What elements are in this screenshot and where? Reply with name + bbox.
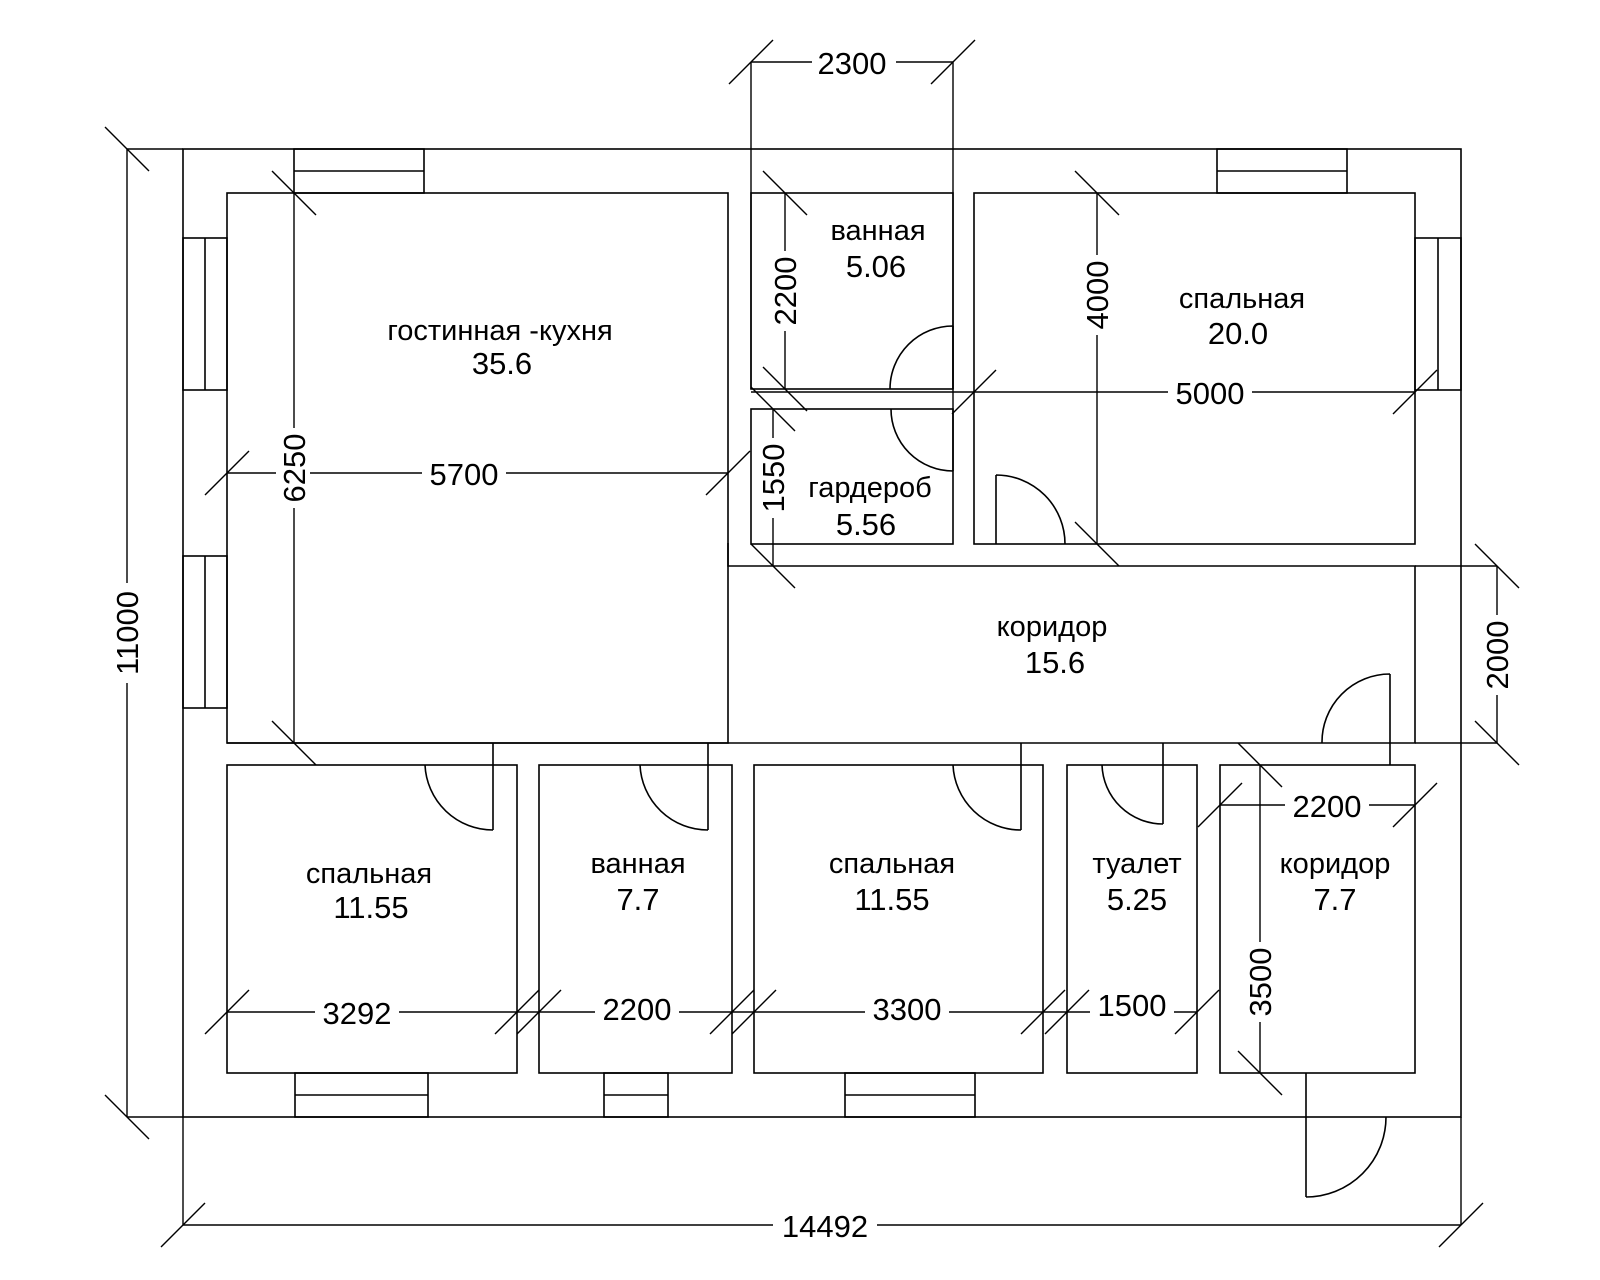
- room-name-bedroom-2: спальная: [829, 848, 955, 880]
- room-name-bedroom-top: спальная: [1179, 283, 1305, 315]
- window-right: [1414, 237, 1462, 391]
- room-area-living-kitchen: 35.6: [472, 346, 532, 381]
- room-name-toilet: туалет: [1092, 848, 1181, 880]
- room-name-living-kitchen: гостинная -кухня: [387, 315, 612, 347]
- dim-wardrobe-height: 1550: [756, 444, 791, 513]
- dim-toilet-width: 1500: [1098, 988, 1167, 1023]
- window-bottom-bedroom-2: [844, 1072, 976, 1118]
- room-area-toilet: 5.25: [1107, 882, 1167, 917]
- door-bedroom-2: [952, 743, 1022, 831]
- dim-bedroom-2-width: 3300: [873, 992, 942, 1027]
- room-labels: гостинная -кухня 35.6 ванная 5.06 спальн…: [306, 215, 1390, 925]
- door-bedroom-1: [424, 743, 494, 831]
- door-bath-bottom: [639, 743, 709, 831]
- room-area-bath-bottom: 7.7: [616, 882, 659, 917]
- room-name-bath-top: ванная: [830, 215, 925, 247]
- dim-bath-top-height: 2200: [768, 257, 803, 326]
- room-area-corridor-entry: 7.7: [1313, 882, 1356, 917]
- room-area-corridor-main: 15.6: [1025, 645, 1085, 680]
- dim-total-width: 14492: [782, 1209, 868, 1244]
- windows: [182, 148, 1462, 1118]
- corridor-entry-room: [1219, 764, 1416, 1074]
- dim-bath-bottom-width: 2200: [603, 992, 672, 1027]
- dim-corridor-width: 2000: [1480, 621, 1515, 690]
- door-corridor-entry: [1321, 673, 1391, 765]
- dim-corridor-entry-height: 3500: [1243, 948, 1278, 1017]
- room-name-corridor-entry: коридор: [1280, 848, 1391, 880]
- window-bottom-bath: [603, 1072, 669, 1118]
- wardrobe-room: [750, 408, 954, 545]
- room-area-wardrobe: 5.56: [836, 507, 896, 542]
- room-name-corridor-main: коридор: [997, 611, 1108, 643]
- room-area-bedroom-1: 11.55: [333, 890, 408, 925]
- window-top-right: [1216, 148, 1348, 194]
- window-bottom-bedroom-1: [294, 1072, 429, 1118]
- dim-bedroom-top-height: 4000: [1080, 261, 1115, 330]
- room-area-bedroom-top: 20.0: [1208, 316, 1268, 351]
- room-name-bath-bottom: ванная: [590, 848, 685, 880]
- toilet-room: [1066, 764, 1198, 1074]
- dimension-labels: 14492 11000 2300 2200 4000 5000 5700 625…: [109, 46, 1515, 1244]
- dim-corridor-entry-width: 2200: [1293, 789, 1362, 824]
- door-bath-top: [889, 325, 954, 390]
- room-area-bedroom-2: 11.55: [854, 882, 929, 917]
- dim-bath-top-width: 2300: [818, 46, 887, 81]
- dim-bedroom-1-width: 3292: [323, 996, 392, 1031]
- door-toilet: [1101, 743, 1164, 825]
- corridor-outline: [227, 543, 1416, 744]
- window-left-upper: [182, 237, 228, 391]
- window-left-lower: [182, 555, 228, 709]
- door-wardrobe: [890, 408, 954, 472]
- dimension-lines: [104, 39, 1520, 1248]
- dim-living-width: 5700: [430, 457, 499, 492]
- door-entrance: [1305, 1073, 1387, 1198]
- dim-living-height: 6250: [277, 434, 312, 503]
- room-name-wardrobe: гардероб: [808, 472, 931, 504]
- room-name-bedroom-1: спальная: [306, 858, 432, 890]
- window-top-left: [293, 148, 425, 194]
- dim-total-height: 11000: [110, 591, 145, 675]
- door-bedroom-top: [995, 474, 1066, 545]
- doors: [424, 325, 1391, 1198]
- room-area-bath-top: 5.06: [846, 249, 906, 284]
- dim-bedroom-top-width: 5000: [1176, 376, 1245, 411]
